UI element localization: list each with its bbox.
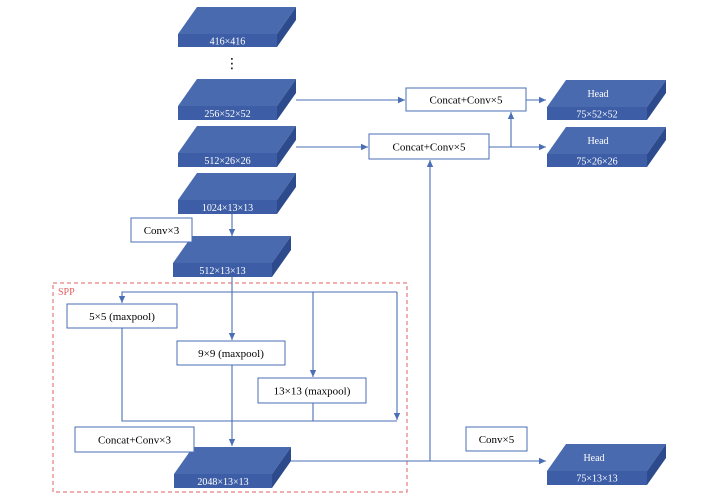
box-frame <box>405 87 527 112</box>
box-frame <box>66 303 178 329</box>
block-top-face <box>178 173 296 200</box>
block-side-face <box>277 173 296 214</box>
spp-label: SPP <box>58 287 75 298</box>
block-top-face <box>178 126 296 153</box>
box-frame <box>176 340 286 366</box>
box-label: 13×13 (maxpool) <box>274 386 351 398</box>
block-front-face <box>178 200 277 214</box>
feature-block-52: 256×52×52 <box>178 79 296 120</box>
line-pool5-merge <box>121 328 397 422</box>
box-frame <box>257 377 367 404</box>
op-box-conv5: Conv×5 <box>465 426 528 452</box>
box-label: Conv×3 <box>144 225 180 237</box>
op-box-concat-mid: Concat+Conv×5 <box>368 133 490 160</box>
head-size-label: 75×52×52 <box>576 110 617 121</box>
block-label: 256×52×52 <box>204 109 250 120</box>
op-box-concat-spp: Concat+Conv×3 <box>74 426 195 453</box>
box-label: Concat+Conv×5 <box>430 95 503 107</box>
block-front-face <box>547 154 647 167</box>
box-frame <box>465 426 528 452</box>
block-side-face <box>272 236 291 277</box>
block-top-face <box>173 236 291 263</box>
box-label: Concat+Conv×5 <box>393 142 466 154</box>
block-top-face <box>547 80 666 107</box>
block-label: 416×416 <box>210 37 246 48</box>
block-top-face <box>178 79 296 106</box>
feature-block-spp-out: 2048×13×13 <box>174 447 291 488</box>
op-box-pool13: 13×13 (maxpool) <box>257 377 367 404</box>
head-title: Head <box>587 89 608 100</box>
box-frame <box>74 426 195 453</box>
box-label: 5×5 (maxpool) <box>89 311 155 323</box>
op-box-pool5: 5×5 (maxpool) <box>66 303 178 329</box>
head-title: Head <box>587 136 608 147</box>
block-top-face <box>178 7 296 34</box>
block-label: 512×26×26 <box>204 156 250 167</box>
block-side-face <box>272 447 291 488</box>
block-label: 1024×13×13 <box>202 203 253 214</box>
ellipsis: ⋮ <box>225 56 239 72</box>
feature-block-26: 512×26×26 <box>178 126 296 167</box>
block-side-face <box>277 126 296 167</box>
head-title: Head <box>583 453 604 464</box>
block-front-face <box>174 474 272 488</box>
block-side-face <box>277 79 296 120</box>
block-front-face <box>547 471 647 485</box>
block-side-face <box>647 80 666 120</box>
box-frame <box>368 133 490 160</box>
arrow-to-pool5 <box>118 291 232 303</box>
op-box-conv3: Conv×3 <box>130 217 193 243</box>
feature-block-input: 416×416 <box>178 7 296 48</box>
block-front-face <box>173 263 272 277</box>
head-size-label: 75×13×13 <box>576 474 617 485</box>
block-front-face <box>547 107 647 120</box>
box-frame <box>130 217 193 243</box>
feature-block-13b: 512×13×13 <box>173 236 291 277</box>
head-block-26: Head 75×26×26 <box>547 127 666 168</box>
box-label: Concat+Conv×3 <box>98 435 171 447</box>
block-side-face <box>647 127 666 167</box>
block-front-face <box>178 153 277 167</box>
block-front-face <box>178 106 277 120</box>
block-top-face <box>174 447 291 474</box>
op-box-concat-top: Concat+Conv×5 <box>405 87 527 112</box>
block-side-face <box>647 444 666 485</box>
head-block-13: Head 75×13×13 <box>547 444 666 485</box>
block-front-face <box>178 34 277 47</box>
box-label: 9×9 (maxpool) <box>198 348 264 360</box>
head-size-label: 75×26×26 <box>576 157 617 168</box>
op-box-pool9: 9×9 (maxpool) <box>176 340 286 366</box>
block-top-face <box>547 444 666 471</box>
block-label: 512×13×13 <box>199 266 245 277</box>
head-block-52: Head 75×52×52 <box>547 80 666 121</box>
feature-block-13: 1024×13×13 <box>178 173 296 214</box>
block-label: 2048×13×13 <box>197 477 248 488</box>
spp-region <box>52 282 408 493</box>
block-top-face <box>547 127 666 154</box>
connectors <box>118 96 546 465</box>
box-label: Conv×5 <box>479 434 515 446</box>
block-side-face <box>277 7 296 47</box>
